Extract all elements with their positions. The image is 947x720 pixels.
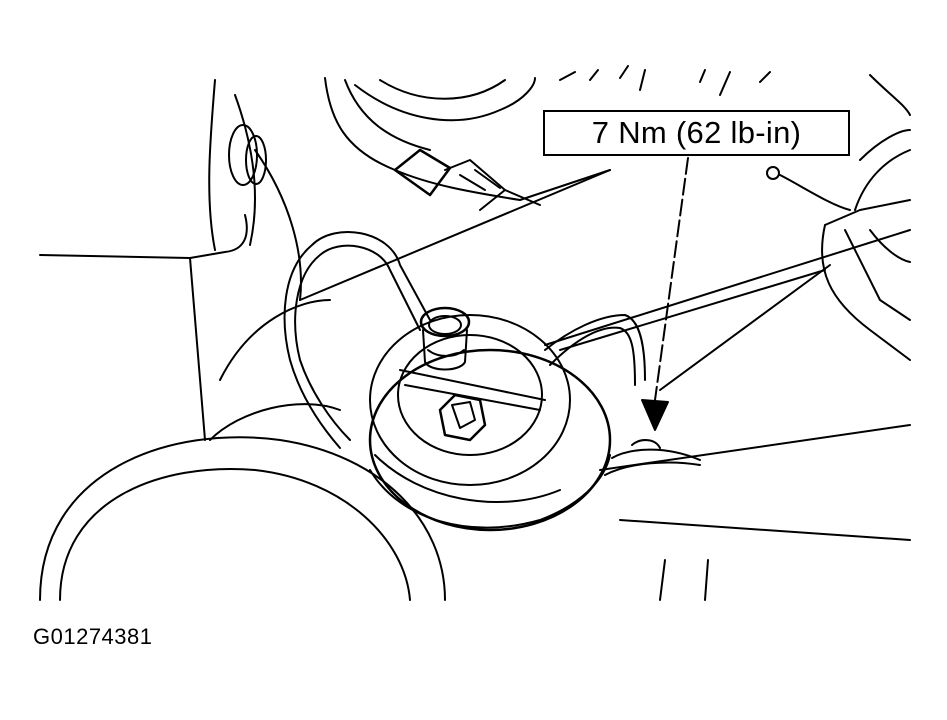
frame-rail xyxy=(299,169,911,601)
torque-callout: 7 Nm (62 lb-in) xyxy=(543,110,850,156)
mounting-bolt xyxy=(604,439,701,476)
pulley-outline xyxy=(39,403,446,601)
torque-label: 7 Nm (62 lb-in) xyxy=(591,115,802,150)
left-bracket xyxy=(39,79,302,441)
hose-connector xyxy=(393,148,541,211)
center-nut xyxy=(438,393,487,442)
mount-body xyxy=(219,299,612,532)
callout-leader xyxy=(641,157,689,431)
hose-fitting xyxy=(419,306,471,371)
right-bracket xyxy=(766,129,911,361)
figure-id: G01274381 xyxy=(33,624,153,649)
vacuum-tube xyxy=(283,231,646,449)
